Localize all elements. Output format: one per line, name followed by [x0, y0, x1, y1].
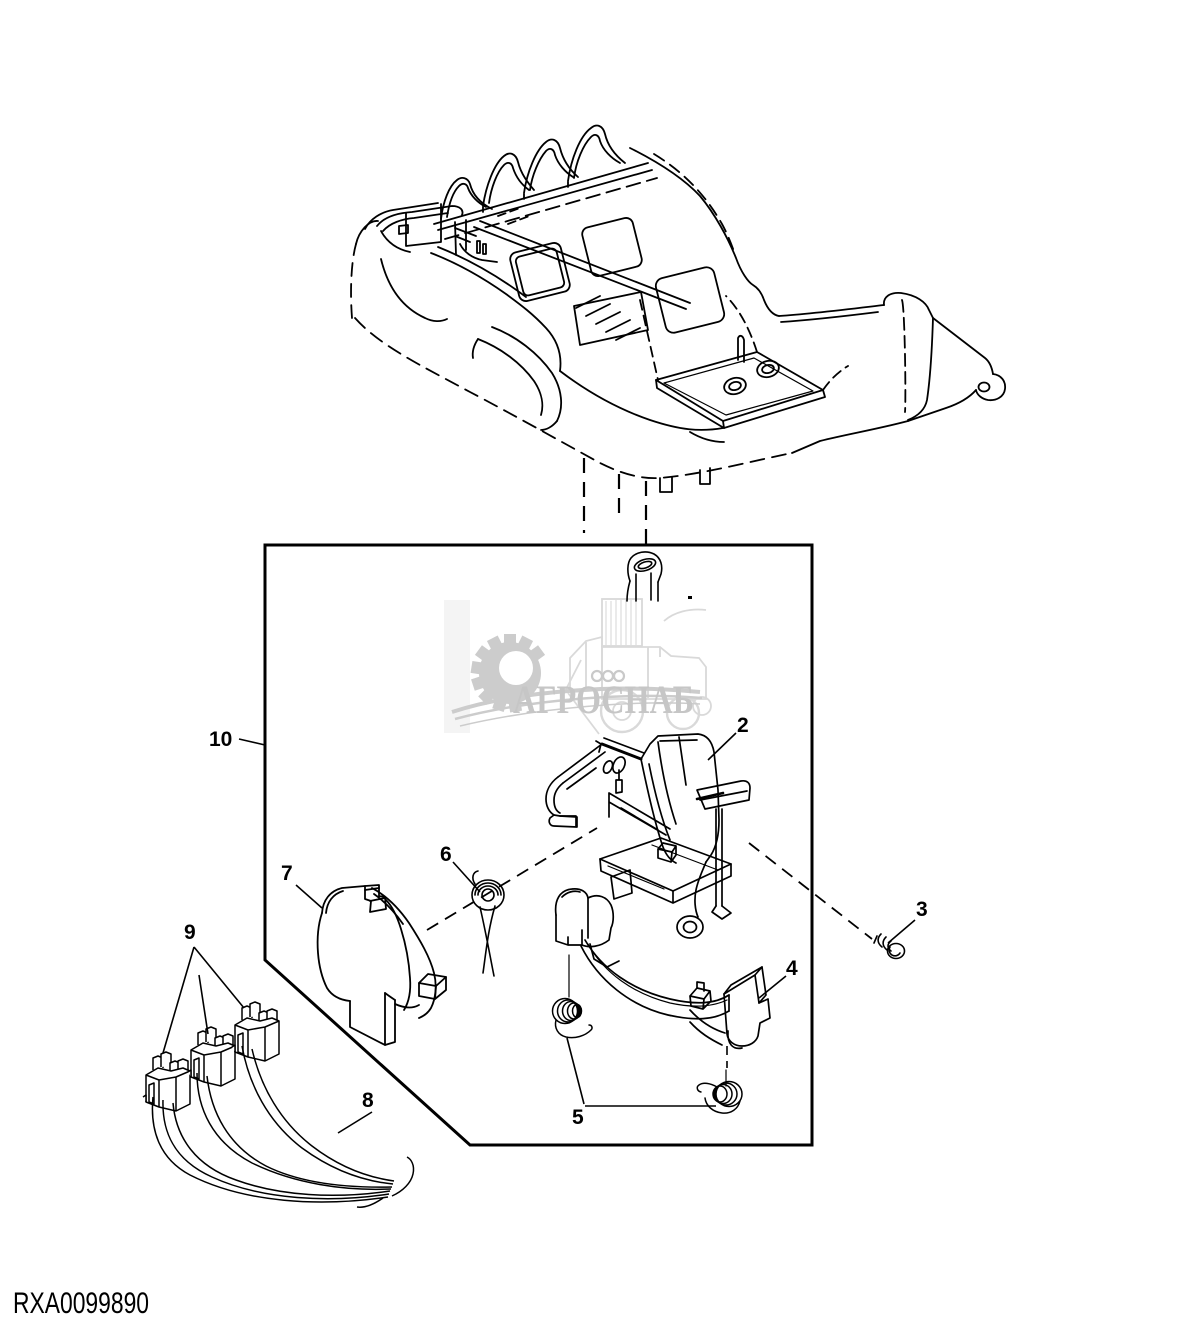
- svg-text:10: 10: [209, 728, 232, 751]
- svg-text:6: 6: [440, 843, 452, 866]
- svg-text:7: 7: [281, 862, 293, 885]
- svg-text:4: 4: [786, 957, 798, 980]
- svg-text:9: 9: [184, 921, 196, 944]
- svg-text:АГРОСНАБ: АГРОСНАБ: [513, 677, 694, 722]
- svg-text:RXA0099890: RXA0099890: [13, 1287, 149, 1320]
- svg-text:5: 5: [572, 1106, 584, 1129]
- svg-text:8: 8: [362, 1089, 374, 1112]
- svg-text:2: 2: [737, 714, 749, 737]
- svg-text:3: 3: [916, 898, 928, 921]
